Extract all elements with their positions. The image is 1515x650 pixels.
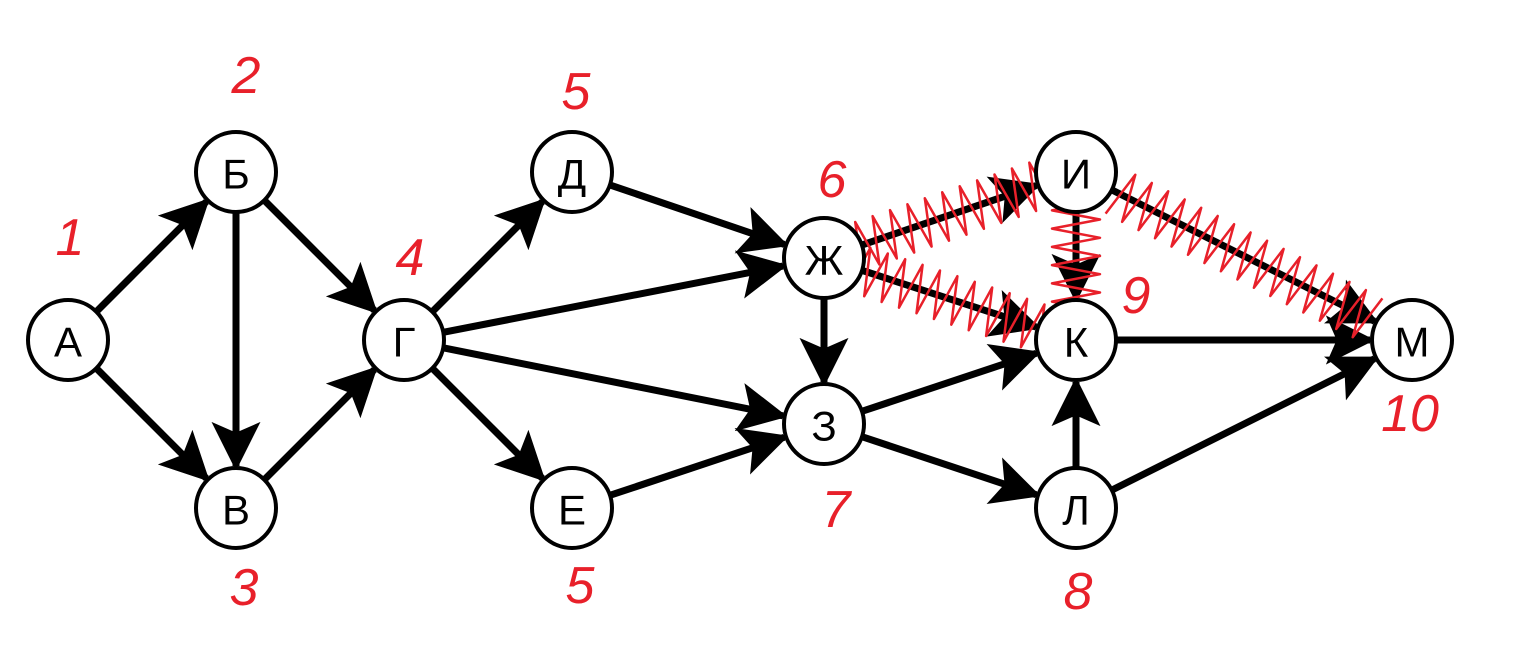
edge-g-d: [429, 198, 546, 315]
annotation-v: 3: [230, 559, 259, 617]
node-label: Е: [558, 487, 586, 534]
annotation-z: 7: [822, 481, 853, 539]
annotation-d: 5: [562, 63, 592, 121]
node-label: И: [1061, 151, 1091, 198]
node-circle: [194, 466, 278, 550]
node-a: А: [26, 298, 110, 382]
node-label: Д: [558, 151, 586, 198]
scribble-zh-i: [853, 161, 1055, 271]
annotation-b: 2: [231, 47, 261, 105]
nodes-layer: А Б В Г Д Е Ж З И К Л М: [26, 130, 1454, 550]
edge-a-v: [93, 365, 210, 482]
annotation-l: 8: [1064, 563, 1093, 621]
edge-b-g: [261, 197, 378, 314]
annotation-a: 1: [56, 209, 85, 267]
edge-e-z: [608, 427, 789, 499]
node-circle: [782, 216, 866, 300]
annotation-numbers: 1 2 3 4 5 5 6 7 8 9 10: [56, 47, 1439, 621]
node-label: Г: [393, 319, 416, 366]
node-label: З: [811, 403, 836, 450]
scribble-i-k: [1050, 190, 1102, 322]
node-e: Е: [530, 466, 614, 550]
node-zh: Ж: [782, 216, 866, 300]
node-circle: [530, 130, 614, 214]
scribble-zh-k: [845, 246, 1046, 354]
node-circle: [1034, 466, 1118, 550]
node-l: Л: [1034, 466, 1118, 550]
node-label: К: [1064, 319, 1089, 366]
node-circle: [530, 466, 614, 550]
node-z: З: [782, 382, 866, 466]
edge-d-zh: [608, 181, 789, 254]
node-d: Д: [530, 130, 614, 214]
node-label: Б: [222, 151, 250, 198]
edge-a-b: [93, 198, 210, 315]
node-circle: [782, 382, 866, 466]
edge-z-k: [860, 343, 1041, 415]
node-i: И: [1034, 130, 1118, 214]
node-circle: [194, 130, 278, 214]
edge-v-g: [261, 366, 378, 483]
node-b: Б: [194, 130, 278, 214]
annotation-g: 4: [396, 229, 425, 287]
node-k: К: [1034, 298, 1118, 382]
node-label: Л: [1062, 487, 1090, 534]
node-v: В: [194, 466, 278, 550]
node-circle: [1034, 130, 1118, 214]
scribble-i-m: [1104, 173, 1384, 339]
edge-g-z: [442, 344, 788, 432]
strike-through-scribbles: [845, 161, 1384, 354]
annotation-m: 10: [1381, 385, 1439, 443]
node-label: А: [54, 319, 82, 366]
node-m: М: [1370, 298, 1454, 382]
edge-g-e: [429, 365, 546, 482]
node-g: Г: [362, 298, 446, 382]
annotation-zh: 6: [818, 151, 847, 209]
node-label: М: [1395, 319, 1430, 366]
edge-z-l: [860, 433, 1041, 505]
node-circle: [1370, 298, 1454, 382]
node-circle: [362, 298, 446, 382]
annotation-k: 9: [1122, 267, 1151, 325]
node-circle: [26, 298, 110, 382]
annotation-e: 5: [566, 557, 596, 615]
edge-l-m: [1110, 355, 1379, 494]
edge-g-zh: [442, 250, 788, 336]
node-label: Ж: [805, 237, 844, 284]
node-label: В: [222, 487, 250, 534]
node-circle: [1034, 298, 1118, 382]
